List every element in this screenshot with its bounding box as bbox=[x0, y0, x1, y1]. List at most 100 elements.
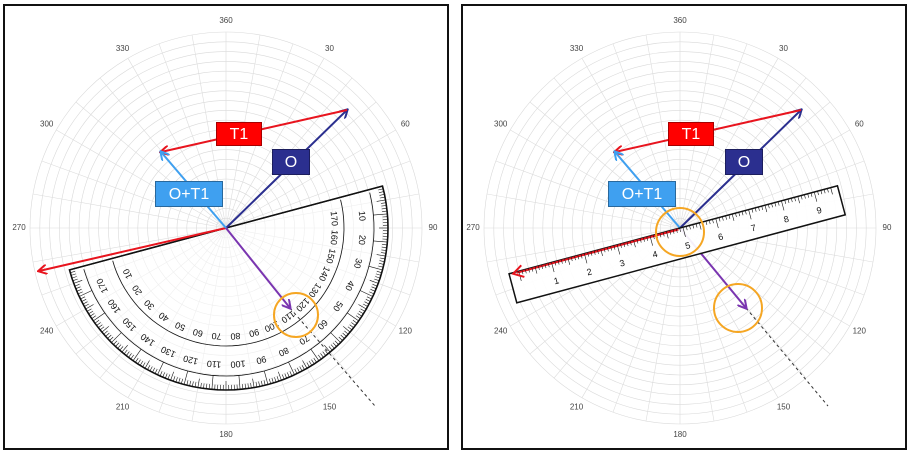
ruler-tick bbox=[534, 266, 538, 274]
protractor-tick bbox=[250, 383, 252, 389]
protractor-tick bbox=[351, 322, 356, 326]
ruler-tick bbox=[728, 214, 731, 219]
ruler-tick bbox=[607, 247, 609, 252]
ruler-tick bbox=[521, 270, 524, 275]
ruler-tick bbox=[784, 199, 787, 204]
ruler-tick bbox=[764, 205, 768, 213]
grid-spoke bbox=[486, 227, 681, 263]
ruler-tick bbox=[633, 240, 636, 248]
protractor-tick bbox=[128, 353, 132, 358]
extension-dashed-line bbox=[289, 307, 376, 407]
protractor-tick bbox=[119, 346, 124, 351]
t1-reversed-arrow bbox=[39, 227, 227, 271]
ruler-tick bbox=[538, 265, 540, 270]
protractor-tick bbox=[132, 349, 142, 361]
ruler-number: 5 bbox=[684, 240, 691, 251]
protractor-tick bbox=[340, 334, 345, 339]
protractor-tick bbox=[192, 381, 194, 387]
ruler-number: 9 bbox=[815, 205, 822, 216]
ruler-number: 7 bbox=[750, 222, 757, 233]
degree-label: 240 bbox=[494, 327, 508, 336]
ruler-tick bbox=[672, 229, 675, 234]
protractor-tick bbox=[380, 196, 386, 199]
protractor-tick bbox=[366, 296, 372, 300]
protractor-inner-number: 40 bbox=[157, 310, 171, 324]
protractor-tick bbox=[378, 263, 384, 265]
protractor-tick bbox=[76, 289, 82, 292]
protractor-tick bbox=[91, 315, 96, 319]
degree-label: 300 bbox=[494, 120, 508, 129]
protractor-tick bbox=[379, 260, 385, 262]
ruler-tick bbox=[643, 237, 645, 242]
ruler-tick bbox=[593, 250, 596, 255]
degree-label: 30 bbox=[325, 44, 334, 53]
protractor-tick bbox=[282, 374, 285, 380]
ruler-tick bbox=[823, 189, 826, 194]
degree-label: 180 bbox=[219, 430, 233, 439]
ruler-tick bbox=[738, 212, 741, 217]
ruler-tick bbox=[597, 250, 599, 255]
protractor-tick bbox=[85, 304, 94, 310]
protractor-tick bbox=[197, 378, 200, 388]
protractor-tick bbox=[208, 384, 210, 390]
protractor-tick bbox=[301, 365, 305, 370]
protractor: 1020304050607080901001101201301401501601… bbox=[68, 185, 389, 391]
protractor-inner-number: 60 bbox=[192, 327, 204, 339]
grid-spoke bbox=[679, 227, 779, 398]
protractor-tick bbox=[379, 194, 385, 196]
protractor-tick bbox=[247, 383, 249, 389]
protractor-tick bbox=[98, 324, 103, 328]
protractor-tick bbox=[294, 368, 298, 374]
protractor-tick bbox=[332, 342, 337, 347]
protractor-tick bbox=[372, 284, 378, 287]
ruler-tick bbox=[794, 197, 796, 202]
ruler-tick bbox=[679, 228, 681, 233]
degree-label: 150 bbox=[777, 402, 791, 411]
polar-plot-right: 3603060901201501802102402703003301234567… bbox=[466, 16, 892, 439]
ruler-tick bbox=[584, 253, 588, 264]
protractor-tick bbox=[370, 289, 376, 292]
protractor-inner-number: 30 bbox=[142, 298, 156, 312]
protractor-tick bbox=[358, 304, 367, 310]
protractor-tick bbox=[103, 330, 108, 335]
ruler-tick bbox=[587, 252, 589, 257]
protractor-tick bbox=[330, 332, 341, 343]
degree-label: 330 bbox=[116, 44, 130, 53]
protractor-tick bbox=[170, 371, 174, 381]
protractor-tick bbox=[378, 191, 384, 193]
ruler-tick bbox=[735, 213, 737, 218]
protractor-tick bbox=[324, 345, 331, 353]
ruler-tick bbox=[745, 210, 747, 215]
ruler-tick bbox=[623, 242, 626, 248]
protractor-tick bbox=[347, 326, 353, 331]
ruler-tick bbox=[771, 203, 773, 208]
ruler-tick bbox=[800, 195, 803, 200]
degree-label: 360 bbox=[673, 16, 687, 25]
protractor-tick bbox=[69, 266, 84, 271]
protractor-tick bbox=[71, 276, 77, 279]
protractor-tick bbox=[330, 344, 335, 349]
protractor-tick bbox=[181, 378, 183, 384]
protractor-tick bbox=[173, 376, 176, 382]
protractor-outer-number: 50 bbox=[331, 299, 345, 313]
ruler-tick bbox=[662, 232, 665, 237]
protractor-tick bbox=[93, 312, 105, 322]
grid-spoke bbox=[679, 58, 779, 229]
protractor-tick bbox=[284, 373, 287, 379]
protractor-tick bbox=[349, 324, 354, 328]
ruler-tick bbox=[649, 235, 653, 246]
protractor-tick bbox=[263, 380, 266, 386]
protractor-tick bbox=[382, 210, 388, 212]
protractor-tick bbox=[373, 240, 388, 243]
ruler-tick bbox=[695, 223, 698, 228]
ruler-body bbox=[508, 184, 847, 304]
protractor-tick bbox=[159, 371, 163, 377]
degree-label: 120 bbox=[399, 327, 413, 336]
ruler-tick bbox=[722, 216, 724, 221]
ruler-tick bbox=[804, 194, 806, 199]
ruler-tick bbox=[715, 218, 719, 229]
grid-spoke bbox=[225, 160, 411, 229]
grid-spoke bbox=[32, 193, 227, 229]
grid-spoke bbox=[679, 227, 715, 422]
